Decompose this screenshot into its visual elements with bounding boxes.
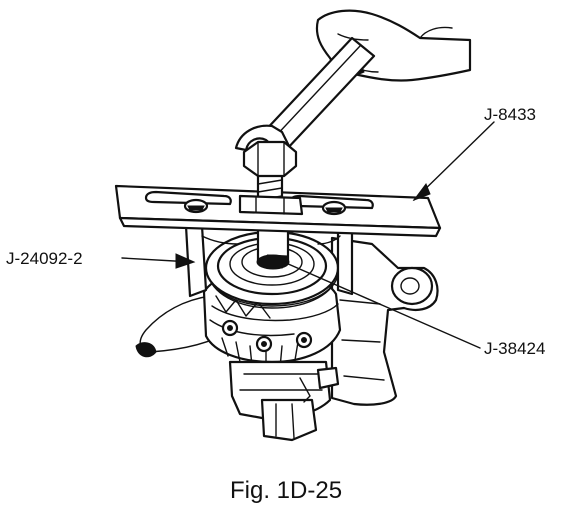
label-puller-bar: J-8433 — [484, 105, 536, 124]
figure-caption: Fig. 1D-25 — [230, 477, 342, 504]
label-pilot: J-38424 — [484, 339, 545, 358]
leader-lines — [121, 121, 495, 349]
forcing-screw — [238, 140, 304, 216]
label-puller-legs: J-24092-2 — [6, 249, 83, 268]
